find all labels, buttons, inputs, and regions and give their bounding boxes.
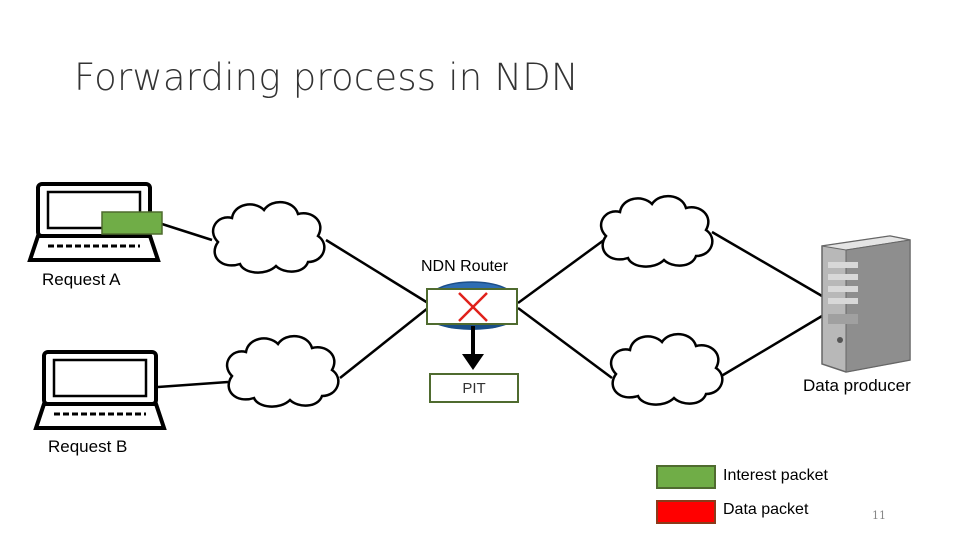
interest-packet-marker — [101, 211, 163, 235]
pit-label: PIT — [462, 379, 486, 397]
laptop-icon — [33, 350, 167, 430]
link-router-cloud4 — [517, 306, 613, 380]
pit-box: PIT — [429, 373, 519, 403]
request-b-label: Request B — [48, 437, 128, 456]
cross-icon — [458, 292, 488, 322]
arrow-head-icon — [462, 354, 484, 370]
cloud-icon — [599, 195, 714, 268]
interest-legend-label: Interest packet — [723, 467, 828, 484]
cloud-icon — [225, 335, 340, 408]
server-icon — [821, 235, 911, 373]
slide-title: Forwarding process in NDN — [74, 56, 579, 99]
router-label: NDN Router — [421, 258, 509, 275]
link-cloud1-router — [325, 238, 429, 305]
request-a-label: Request A — [42, 270, 121, 289]
link-router-cloud2 — [517, 238, 605, 305]
cloud-icon — [211, 201, 326, 274]
link-cloud4-server — [717, 314, 823, 380]
link-b-cloud3 — [157, 380, 229, 389]
producer-label: Data producer — [803, 376, 911, 395]
page-number: 11 — [872, 509, 886, 522]
data-legend-label: Data packet — [723, 501, 809, 518]
network-links — [157, 222, 823, 389]
link-a-cloud1 — [161, 222, 213, 242]
data-legend-swatch — [656, 500, 716, 524]
interest-legend-swatch — [656, 465, 716, 489]
cloud-icon — [609, 333, 724, 406]
link-cloud2-server — [711, 230, 823, 298]
link-cloud3-router — [339, 307, 429, 379]
